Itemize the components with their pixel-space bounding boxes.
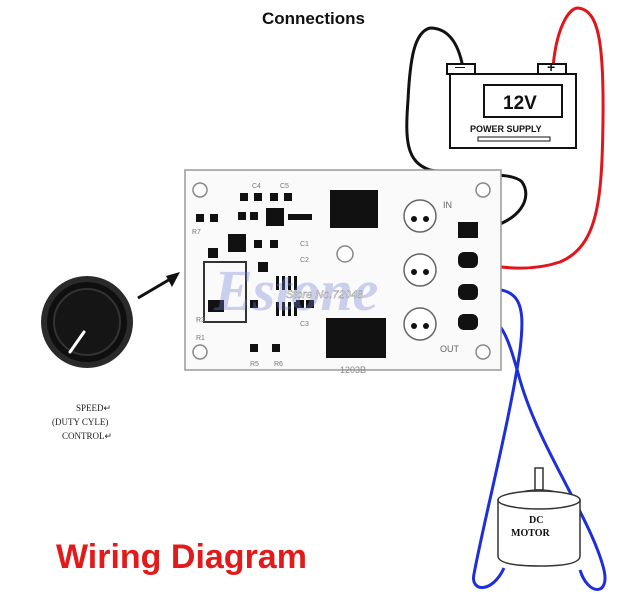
- mount-hole: [475, 344, 491, 360]
- silk-r6: R6: [274, 361, 283, 368]
- knob-caption-3: CONTROL↵: [62, 431, 112, 441]
- silk-c3: C3: [300, 321, 309, 328]
- capacitor: [403, 253, 437, 287]
- capacitor: [403, 307, 437, 341]
- silk-r5: R5: [250, 361, 259, 368]
- battery-label: POWER SUPPLY: [470, 124, 542, 134]
- battery: — + 12V POWER SUPPLY: [446, 59, 577, 149]
- mosfet-bottom: [326, 318, 386, 358]
- motor-wire-b: [471, 316, 607, 591]
- speed-knob: [41, 276, 133, 368]
- silk-r7: R7: [192, 229, 201, 236]
- watermark: Estone: [213, 258, 378, 323]
- arrow: [137, 272, 180, 300]
- silk-c5: C5: [280, 183, 289, 190]
- positive-wire: [469, 6, 605, 270]
- terminal-in-neg: [458, 222, 478, 238]
- mount-hole: [192, 182, 208, 198]
- negative-wire: [405, 26, 528, 232]
- pot-header: [203, 261, 247, 323]
- battery-plus: +: [547, 59, 555, 75]
- silk-c1: C1: [300, 241, 309, 248]
- battery-voltage: 12V: [503, 93, 537, 114]
- silk-r3: R3: [196, 317, 205, 324]
- motor-wire-a: [471, 287, 524, 589]
- knob-caption-2: (DUTY CYLE): [52, 417, 108, 427]
- terminal-out-label: OUT: [440, 344, 460, 354]
- mosfet-top: [330, 190, 378, 228]
- dc-motor: DC MOTOR: [497, 467, 581, 567]
- silk-r1: R1: [196, 335, 205, 342]
- silk-c2: C2: [300, 257, 309, 264]
- controller-board: C4 C5 R7 C1 C2 R5 R6 C3 R3 R1 IN OUT 120…: [184, 169, 502, 375]
- terminal-in-label: IN: [443, 200, 452, 210]
- wiring-diagram-title: Wiring Diagram: [56, 538, 307, 576]
- terminal-out-a: [458, 284, 478, 300]
- connections-title: Connections: [262, 9, 365, 28]
- battery-minus: —: [455, 62, 465, 73]
- capacitor: [403, 199, 437, 233]
- terminal-in-pos: [458, 252, 478, 268]
- mount-hole: [475, 182, 491, 198]
- knob-caption-1: SPEED↵: [76, 403, 111, 413]
- store-watermark: Store No.72048: [286, 289, 364, 301]
- mount-hole: [336, 245, 354, 263]
- board-model: 1203B: [340, 365, 366, 375]
- motor-label-1: DC: [529, 515, 543, 526]
- terminal-out-b: [458, 314, 478, 330]
- silk-c4: C4: [252, 183, 261, 190]
- mount-hole: [192, 344, 208, 360]
- motor-label-2: MOTOR: [511, 528, 550, 539]
